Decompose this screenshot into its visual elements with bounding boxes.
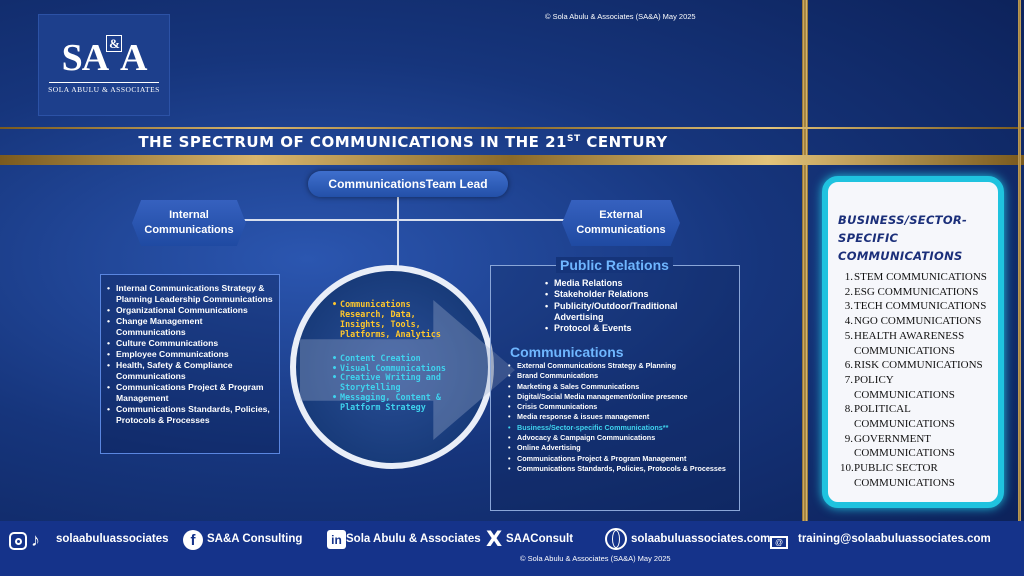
sector-item: COMMUNICATIONS [854,344,955,357]
copyright-bottom: © Sola Abulu & Associates (SA&A) May 202… [520,554,671,563]
communications-item: External Communications Strategy & Plann… [508,361,734,372]
tiktok-icon[interactable]: ♪ [31,530,40,550]
communications-item: Digital/Social Media management/online p… [508,392,734,403]
communications-item: Advocacy & Campaign Communications [508,433,734,444]
communications-item: Brand Communications [508,371,734,382]
sector-item: 10.PUBLIC SECTOR [840,462,938,475]
logo: SA&A SOLA ABULU & ASSOCIATES [38,14,170,116]
sector-item: 7.POLICY [844,373,894,386]
linkedin-link[interactable]: Sola Abulu & Associates [346,533,481,545]
social-handle[interactable]: solaabuluassociates [56,533,169,545]
sector-item: 3.TECH COMMUNICATIONS [844,300,987,313]
sector-card-title: BUSINESS/SECTOR-SPECIFIC COMMUNICATIONS [838,213,968,263]
gold-right-strip [1018,0,1021,521]
internal-communications-list: Internal Communications Strategy & Plann… [100,274,280,454]
instagram-icon[interactable] [9,532,27,550]
website-link[interactable]: solaabuluassociates.com [631,533,771,545]
center-teal-item: •Visual Communications [332,362,446,373]
center-teal-item: •Content Creation [332,352,421,363]
communications-list: External Communications Strategy & Plann… [508,361,734,475]
communications-item: Communications Project & Program Managem… [508,454,734,465]
linkedin-icon[interactable]: in [327,530,346,549]
internal-list-item: Culture Communications [107,338,273,349]
sector-item: 4.NGO COMMUNICATIONS [844,315,982,328]
sector-item: COMMUNICATIONS [854,476,955,489]
gold-band [0,155,1024,165]
internal-list-item: Change Management Communications [107,316,273,338]
sector-item: COMMUNICATIONS [854,447,955,460]
sector-card-list: 1.STEM COMMUNICATIONS 2.ESG COMMUNICATION… [840,270,1000,491]
internal-list-item: Organizational Communications [107,305,273,316]
communications-title: Communications [510,344,624,360]
communications-item: Business/Sector-specific Communications*… [508,423,734,434]
center-services: •Communications Research, Data, Insights… [332,299,458,413]
center-teal-item: •Creative Writing and Storytelling [332,372,441,393]
communications-item: Online Advertising [508,443,734,454]
x-icon[interactable]: X [486,527,503,551]
page-title: THE SPECTRUM OF COMMUNICATIONS IN THE 21… [138,133,668,151]
logo-mark: SA&A [61,35,147,79]
globe-icon[interactable] [605,528,627,550]
internal-list-item: Communications Project & Program Managem… [107,382,273,404]
footer: ♪ solaabuluassociates f SA&A Consulting … [0,521,1024,576]
sector-item: 1.STEM COMMUNICATIONS [844,271,987,283]
logo-subtitle: SOLA ABULU & ASSOCIATES [48,85,160,94]
sector-item: 2.ESG COMMUNICATIONS [844,285,979,298]
internal-list-item: Internal Communications Strategy & Plann… [107,283,273,305]
center-circle [290,265,494,469]
gold-vertical-rule [802,0,808,521]
sector-item: COMMUNICATIONS [854,418,955,431]
internal-list-item: Employee Communications [107,349,273,360]
communications-item: Marketing & Sales Communications [508,382,734,393]
public-relations-item: Protocol & Events [545,323,725,335]
x-link[interactable]: SAAConsult [506,533,574,545]
email-icon[interactable]: @ [770,536,788,549]
public-relations-title: Public Relations [556,257,673,273]
sector-item: 5.HEALTH AWARENESS [844,329,965,342]
sector-item: 6.RISK COMMUNICATIONS [844,359,983,372]
team-lead-box: CommunicationsTeam Lead [308,171,508,197]
center-gold-item: •Communications Research, Data, Insights… [332,299,441,339]
public-relations-item: Stakeholder Relations [545,289,725,301]
sector-item: 9.GOVERNMENT [844,432,931,445]
communications-item: Communications Standards, Policies, Prot… [508,464,734,475]
gold-top-rule [0,127,1024,129]
sector-item: 8.POLITICAL [844,403,911,416]
public-relations-item: Media Relations [545,278,725,290]
sector-item: COMMUNICATIONS [854,388,955,401]
connector-horizontal [242,219,564,221]
connector-vertical [397,194,399,266]
sector-specific-card: BUSINESS/SECTOR-SPECIFIC COMMUNICATIONS … [822,176,1004,508]
public-relations-list: Media RelationsStakeholder RelationsPubl… [545,278,725,335]
internal-list-item: Communications Standards, Policies, Prot… [107,404,273,426]
facebook-link[interactable]: SA&A Consulting [207,533,303,545]
communications-item: Media response & issues management [508,412,734,423]
internal-list-item: Health, Safety & Compliance Communicatio… [107,360,273,382]
center-teal-item: •Messaging, Content & Platform Strategy [332,392,441,413]
copyright-top: © Sola Abulu & Associates (SA&A) May 202… [545,12,696,21]
communications-item: Crisis Communications [508,402,734,413]
facebook-icon[interactable]: f [183,530,203,550]
email-link[interactable]: training@solaabuluassociates.com [798,533,991,545]
public-relations-item: Publicity/Outdoor/Traditional Advertisin… [545,301,725,324]
